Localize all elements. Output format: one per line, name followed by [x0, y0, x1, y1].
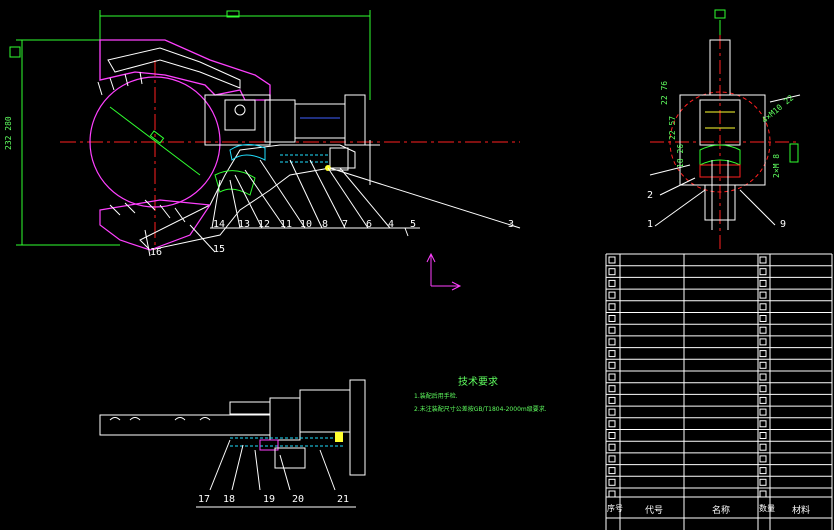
- tb-cell-marker: [759, 338, 767, 346]
- tb-cell-marker: [759, 256, 767, 264]
- tb-col-name: 名称: [712, 506, 731, 516]
- callout-10: 10: [300, 219, 313, 230]
- tb-cell-marker: [608, 315, 616, 322]
- tb-col-index: 序号: [607, 504, 623, 513]
- tb-cell-marker: [608, 443, 616, 451]
- dim-right-2: 18 26: [676, 143, 685, 168]
- tb-cell-marker: [608, 279, 616, 287]
- tb-cell-marker: [759, 291, 767, 299]
- callout-1: 1: [647, 219, 654, 230]
- callout-15: 15: [213, 244, 226, 255]
- tb-cell-marker: [608, 420, 616, 428]
- callout-9: 9: [780, 219, 787, 230]
- callout-3: 3: [508, 219, 515, 230]
- callout-12: 12: [258, 219, 271, 230]
- tb-cell-marker: [759, 420, 767, 428]
- right-view: [649, 9, 801, 250]
- tb-cell-marker: [608, 455, 616, 463]
- tb-col-material: 材料: [792, 506, 811, 516]
- tb-cell-marker: [608, 373, 616, 381]
- callout-13: 13: [238, 219, 251, 230]
- tb-cell-marker: [608, 432, 616, 439]
- tb-cell-marker: [608, 396, 616, 404]
- tech-requirements-line-1: 1.装配后用手检.: [414, 393, 458, 400]
- callout-14: 14: [213, 219, 226, 230]
- bottom-view: [99, 379, 366, 508]
- tb-cell-marker: [759, 361, 767, 369]
- tb-cell-marker: [608, 490, 616, 498]
- tb-cell-marker: [608, 256, 616, 264]
- main-view: [9, 10, 521, 291]
- tb-cell-marker: [759, 279, 767, 287]
- tb-cell-marker: [759, 408, 767, 416]
- tb-cell-marker: [759, 350, 767, 358]
- tb-col-qty: 数量: [759, 504, 775, 513]
- tb-cell-marker: [608, 361, 616, 369]
- tech-requirements-line-2: 2.未注装配尺寸公差按GB/T1804-2000m级要求.: [414, 406, 547, 413]
- tb-cell-marker: [608, 338, 616, 346]
- tb-cell-marker: [759, 432, 767, 439]
- tb-cell-marker: [759, 443, 767, 451]
- tb-cell-marker: [608, 326, 616, 334]
- callout-6: 6: [366, 219, 373, 230]
- tb-cell-marker: [608, 303, 616, 311]
- tb-col-code: 代号: [645, 506, 664, 516]
- callout-11: 11: [280, 219, 293, 230]
- tb-cell-marker: [608, 478, 616, 486]
- callout-20: 20: [292, 494, 305, 505]
- tb-cell-marker: [759, 478, 767, 486]
- tb-cell-marker: [759, 268, 767, 276]
- tb-cell-marker: [759, 373, 767, 381]
- tech-requirements-title: 技术要求: [458, 377, 498, 388]
- tb-cell-marker: [608, 467, 616, 475]
- tb-cell-marker: [759, 385, 767, 393]
- callout-2: 2: [647, 190, 654, 201]
- callout-17: 17: [198, 494, 211, 505]
- title-block: [605, 253, 833, 530]
- callout-19: 19: [263, 494, 276, 505]
- callout-5: 5: [410, 219, 417, 230]
- tb-cell-marker: [608, 350, 616, 358]
- tb-cell-marker: [759, 455, 767, 463]
- callout-7: 7: [342, 219, 349, 230]
- tb-cell-marker: [759, 326, 767, 334]
- dim-right-1: 22 57: [668, 115, 677, 140]
- tb-cell-marker: [608, 408, 616, 416]
- callout-4: 4: [388, 219, 395, 230]
- tb-cell-marker: [608, 385, 616, 393]
- dim-right-0: 22 76: [660, 80, 669, 105]
- tb-cell-marker: [759, 396, 767, 404]
- callout-16: 16: [150, 247, 163, 258]
- dim-right-3: 2×M 8: [772, 153, 781, 178]
- dim-overall-height: 232 280: [4, 116, 13, 150]
- tb-cell-marker: [759, 315, 767, 322]
- tb-cell-marker: [759, 467, 767, 475]
- tb-cell-marker: [759, 490, 767, 498]
- callout-21: 21: [337, 494, 350, 505]
- tb-cell-marker: [759, 303, 767, 311]
- tb-cell-marker: [608, 291, 616, 299]
- tb-cell-marker: [608, 268, 616, 276]
- callout-8: 8: [322, 219, 329, 230]
- callout-18: 18: [223, 494, 236, 505]
